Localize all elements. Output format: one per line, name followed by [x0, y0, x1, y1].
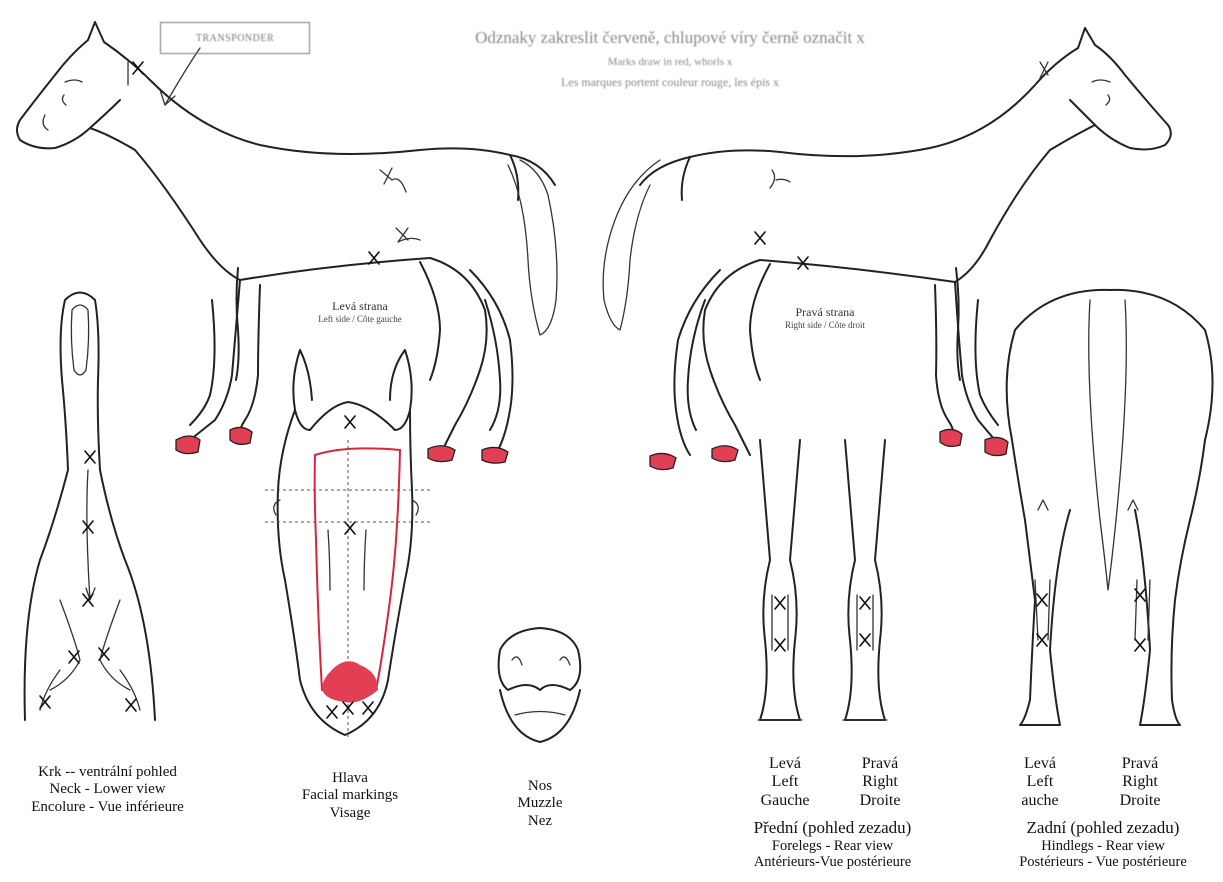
hindlegs-left-fr: auche — [1005, 792, 1075, 810]
hindlegs-sub-fr: Postérieurs - Vue postérieure — [985, 854, 1221, 871]
forelegs-left-cz: Levá — [750, 755, 820, 773]
forelegs-left-caption: Levá Left Gauche — [750, 755, 820, 810]
left-side-label: Levá strana Left side / Côte gauche — [295, 300, 425, 324]
instruction-cz: Odznaky zakreslit červeně, chlupové víry… — [340, 28, 1000, 48]
hindlegs-right-fr: Droite — [1100, 792, 1180, 810]
forelegs-left-fr: Gauche — [750, 792, 820, 810]
neck-caption-fr: Encolure - Vue inférieure — [0, 799, 215, 816]
forelegs-caption: Přední (pohled zezadu) Forelegs - Rear v… — [720, 818, 945, 871]
muzzle-caption-fr: Nez — [480, 813, 600, 830]
hindlegs-left-cz: Levá — [1005, 755, 1075, 773]
right-side-label: Pravá strana Right side / Côte droit — [760, 306, 890, 330]
forelegs-sub-en: Forelegs - Rear view — [720, 838, 945, 855]
hindlegs-right-caption: Pravá Right Droite — [1100, 755, 1180, 810]
hindlegs-left-caption: Levá Left auche — [1005, 755, 1075, 810]
transponder-label: TRANSPONDER — [196, 33, 274, 44]
muzzle-caption-cz: Nos — [480, 778, 600, 795]
neck-caption-en: Neck - Lower view — [0, 781, 215, 798]
neck-caption-cz: Krk -- ventrální pohled — [0, 764, 215, 781]
head-caption-fr: Visage — [280, 805, 420, 822]
hindlegs-title: Zadní (pohled zezadu) — [985, 818, 1221, 838]
forelegs-title: Přední (pohled zezadu) — [720, 818, 945, 838]
hindlegs-sub-en: Hindlegs - Rear view — [985, 838, 1221, 855]
head-caption-cz: Hlava — [280, 770, 420, 787]
hindlegs-outline — [1007, 290, 1213, 725]
hindlegs-left-en: Left — [1005, 773, 1075, 791]
hindlegs-right-cz: Pravá — [1100, 755, 1180, 773]
right-side-subtitle: Right side / Côte droit — [760, 320, 890, 330]
left-side-subtitle: Left side / Côte gauche — [295, 314, 425, 324]
forelegs-sub-fr: Antérieurs-Vue postérieure — [720, 854, 945, 871]
forelegs-right-cz: Pravá — [840, 755, 920, 773]
instruction-fr: Les marques portent couleur rouge, les é… — [420, 76, 920, 90]
head-caption: Hlava Facial markings Visage — [280, 770, 420, 822]
hindlegs-right-en: Right — [1100, 773, 1180, 791]
muzzle-caption: Nos Muzzle Nez — [480, 778, 600, 830]
forelegs-right-en: Right — [840, 773, 920, 791]
muzzle-caption-en: Muzzle — [480, 795, 600, 812]
neck-ventral-outline — [25, 293, 155, 721]
muzzle-outline — [499, 628, 581, 742]
right-horse-outline — [603, 28, 1171, 470]
neck-caption: Krk -- ventrální pohled Neck - Lower vie… — [0, 764, 215, 816]
forelegs-left-en: Left — [750, 773, 820, 791]
right-side-title: Pravá strana — [760, 306, 890, 320]
hindlegs-caption: Zadní (pohled zezadu) Hindlegs - Rear vi… — [985, 818, 1221, 871]
head-front-outline — [265, 350, 430, 740]
forelegs-right-fr: Droite — [840, 792, 920, 810]
forelegs-right-caption: Pravá Right Droite — [840, 755, 920, 810]
left-side-title: Levá strana — [295, 300, 425, 314]
head-caption-en: Facial markings — [280, 787, 420, 804]
forelegs-outline — [758, 440, 887, 720]
instruction-en: Marks draw in red, whorls x — [420, 56, 920, 69]
transponder-box: TRANSPONDER — [160, 22, 310, 54]
